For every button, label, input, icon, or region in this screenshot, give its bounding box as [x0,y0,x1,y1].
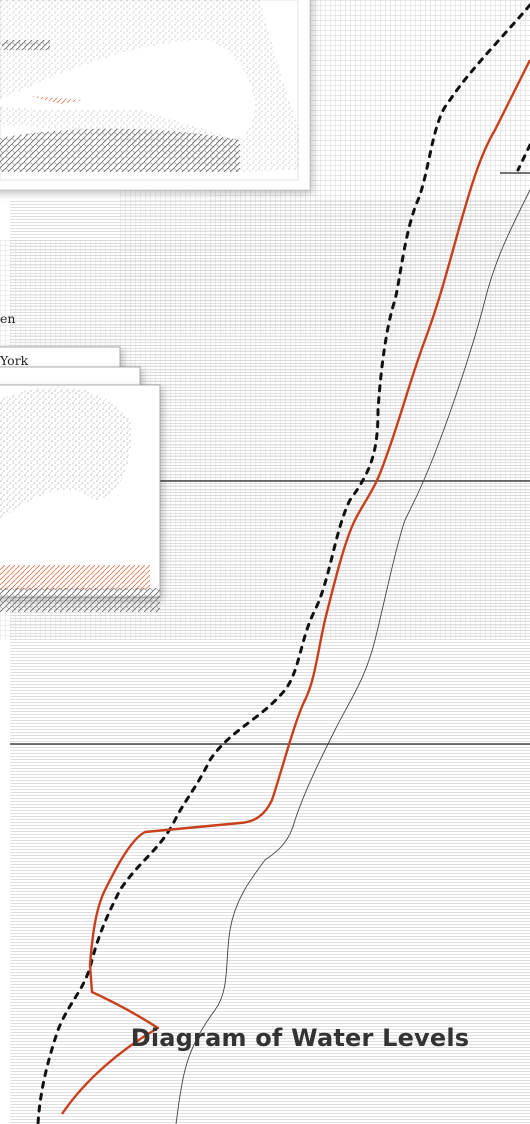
middle-map-card [0,346,161,612]
thin-water-line [175,189,530,1124]
horizontal-lines-band [10,200,530,1124]
map-city-label: en York [0,284,28,382]
dotted-water-line-tail [516,143,530,172]
dotted-water-line [36,3,530,1124]
upper-map-card [0,0,311,191]
map-city-label-line2: York [0,353,29,368]
orange-water-line [61,59,530,1115]
map-city-label-line1: en [0,311,16,326]
diagram-caption: Diagram of Water Levels [130,1024,470,1052]
